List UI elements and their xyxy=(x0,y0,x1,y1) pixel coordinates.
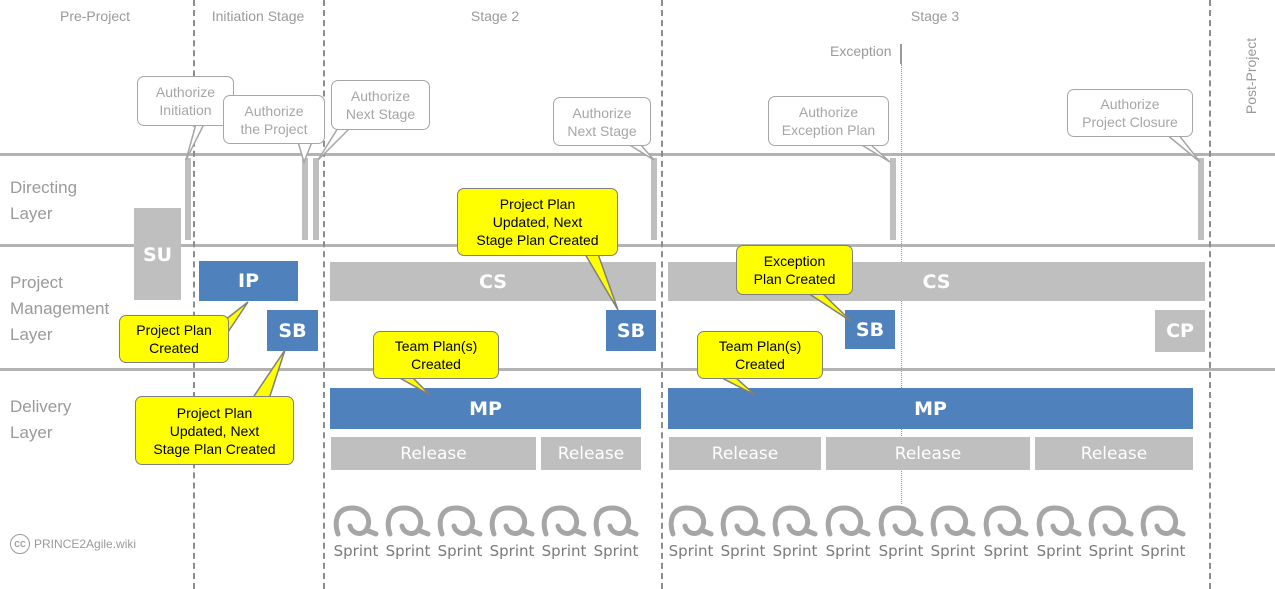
sprint-loop-icon xyxy=(668,505,714,537)
authorize-bar-project xyxy=(302,158,308,240)
exception-marker xyxy=(900,44,902,64)
sprint-loop-icon xyxy=(1140,505,1186,537)
divider-stage3-post xyxy=(1209,0,1211,589)
stage-pre-project: Pre-Project xyxy=(59,8,131,24)
sprint-loop-icon xyxy=(333,505,379,537)
release-block: Release xyxy=(1035,437,1193,470)
sb-block-stage2: SB xyxy=(606,310,656,351)
authorize-bar-next-stage-2 xyxy=(651,158,657,240)
callout-team-plans-stage3: Team Plan(s)Created xyxy=(697,331,823,379)
creative-commons-icon: CC xyxy=(10,534,30,554)
sprint: Sprint xyxy=(822,500,874,560)
sprint: Sprint xyxy=(1033,500,1085,560)
sprint: Sprint xyxy=(769,500,821,560)
cp-block: CP xyxy=(1155,310,1205,352)
sprint: Sprint xyxy=(927,500,979,560)
sprint: Sprint xyxy=(486,500,538,560)
release-block: Release xyxy=(331,437,536,470)
sprint: Sprint xyxy=(1137,500,1189,560)
sb-block-exception: SB xyxy=(845,310,895,349)
stage-3: Stage 3 xyxy=(910,8,960,24)
divider-stage2-stage3 xyxy=(661,0,663,589)
sprint: Sprint xyxy=(434,500,486,560)
callout-team-plans-stage2: Team Plan(s)Created xyxy=(373,331,499,379)
sprint-loop-icon xyxy=(541,505,587,537)
sprint: Sprint xyxy=(1085,500,1137,560)
sprint: Sprint xyxy=(875,500,927,560)
sprint-loop-icon xyxy=(878,505,924,537)
ip-block: IP xyxy=(199,261,298,301)
divider-pre-initiation xyxy=(193,0,195,589)
brand-name: PRINCE2Agile.wiki xyxy=(34,537,137,551)
sprint: Sprint xyxy=(590,500,642,560)
sprint-loop-icon xyxy=(930,505,976,537)
mp-block-stage2: MP xyxy=(330,388,641,429)
directing-top-line xyxy=(0,153,1275,156)
management-bottom-line xyxy=(0,368,1275,371)
release-block: Release xyxy=(826,437,1030,470)
authorize-bar-initiation xyxy=(185,158,191,240)
authorize-bar-next-stage-1 xyxy=(313,158,319,240)
stage-2: Stage 2 xyxy=(470,8,520,24)
sprint: Sprint xyxy=(717,500,769,560)
sprint-loop-icon xyxy=(385,505,431,537)
sb-block-initiation: SB xyxy=(267,310,318,351)
brand-footer[interactable]: CC PRINCE2Agile.wiki xyxy=(10,534,136,554)
exception-label: Exception xyxy=(830,43,892,59)
su-block: SU xyxy=(134,208,181,300)
sprint-loop-icon xyxy=(489,505,535,537)
sprint-loop-icon xyxy=(593,505,639,537)
sprint-loop-icon xyxy=(720,505,766,537)
directing-bottom-line xyxy=(0,244,1275,247)
sprint-loop-icon xyxy=(1036,505,1082,537)
sprint: Sprint xyxy=(538,500,590,560)
sprint-loop-icon xyxy=(437,505,483,537)
divider-initiation-stage2 xyxy=(323,0,325,589)
release-block: Release xyxy=(669,437,821,470)
sprint-loop-icon xyxy=(1088,505,1134,537)
mp-block-stage3: MP xyxy=(668,388,1193,429)
sprint-loop-icon xyxy=(772,505,818,537)
sprint: Sprint xyxy=(665,500,717,560)
sprint: Sprint xyxy=(382,500,434,560)
stage-initiation: Initiation Stage xyxy=(211,8,305,24)
sprint-loop-icon xyxy=(825,505,871,537)
sprint: Sprint xyxy=(330,500,382,560)
authorize-bar-closure xyxy=(1198,158,1204,240)
sprint: Sprint xyxy=(980,500,1032,560)
release-block: Release xyxy=(541,437,641,470)
authorize-bar-exception xyxy=(890,158,896,240)
sprint-loop-icon xyxy=(983,505,1029,537)
